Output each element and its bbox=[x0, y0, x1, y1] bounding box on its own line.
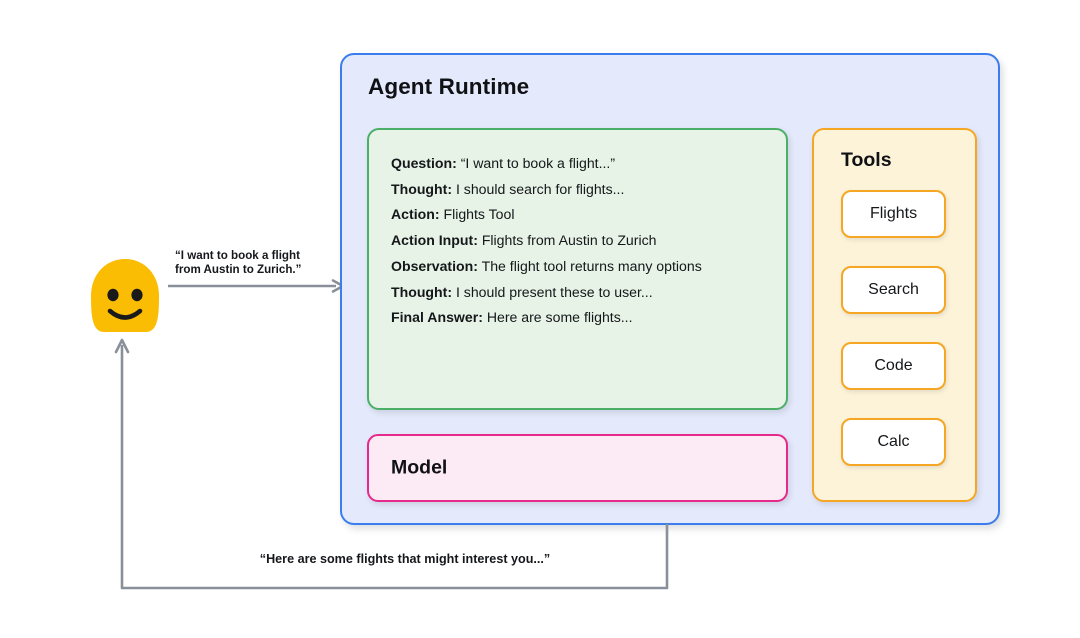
trace-line: Final Answer: Here are some flights... bbox=[391, 305, 786, 331]
tools-panel: Tools Flights Search Code Calc bbox=[812, 128, 977, 502]
trace-line-text: Flights Tool bbox=[443, 206, 515, 223]
trace-line: Thought: I should present these to user.… bbox=[391, 280, 786, 306]
tool-card-flights[interactable]: Flights bbox=[841, 190, 946, 238]
trace-line: Thought: I should search for flights... bbox=[391, 177, 786, 203]
trace-line-label: Thought: bbox=[391, 180, 453, 197]
trace-line-text: I should present these to user... bbox=[455, 283, 653, 300]
tool-card-calc[interactable]: Calc bbox=[841, 418, 946, 466]
arrow-right-icon bbox=[168, 279, 345, 293]
tools-list: Flights Search Code Calc bbox=[841, 190, 946, 466]
tool-card-search[interactable]: Search bbox=[841, 266, 946, 314]
trace-line-text: The flight tool returns many options bbox=[481, 257, 702, 274]
trace-line-label: Observation: bbox=[391, 257, 478, 274]
arrow-up-icon bbox=[114, 338, 669, 590]
runtime-title: Agent Runtime bbox=[368, 74, 530, 99]
agent-runtime-container: Agent Runtime Question: “I want to book … bbox=[340, 53, 1000, 525]
trace-line-label: Action: bbox=[391, 206, 440, 223]
trace-line-label: Question: bbox=[391, 155, 457, 171]
avatar bbox=[88, 258, 162, 334]
request-label-line-2: from Austin to Zurich.” bbox=[175, 263, 302, 277]
tool-card-code[interactable]: Code bbox=[841, 342, 946, 390]
response-arrow bbox=[110, 330, 685, 600]
trace-line-text: “I want to book a flight...” bbox=[460, 155, 616, 171]
trace-line-text: I should search for flights... bbox=[455, 180, 625, 197]
model-title: Model bbox=[391, 456, 448, 479]
trace-line: Observation: The flight tool returns man… bbox=[391, 254, 786, 280]
response-message-label: “Here are some flights that might intere… bbox=[259, 552, 551, 566]
model-box: Model bbox=[367, 434, 788, 502]
smiley-face-avatar bbox=[91, 259, 159, 332]
trace-line: Action Input: Flights from Austin to Zur… bbox=[391, 228, 786, 254]
request-message-label: “I want to book a flight from Austin to … bbox=[175, 249, 345, 278]
trace-line-text: Flights from Austin to Zurich bbox=[481, 232, 657, 249]
tools-title: Tools bbox=[841, 149, 892, 171]
request-label-line-1: “I want to book a flight bbox=[175, 249, 300, 262]
trace-line: Action: Flights Tool bbox=[391, 202, 786, 228]
trace-line-label: Action Input: bbox=[391, 232, 478, 249]
trace-line-label: Final Answer: bbox=[391, 309, 483, 326]
trace-line: Question: “I want to book a flight...” bbox=[391, 151, 786, 177]
request-arrow bbox=[168, 278, 346, 294]
react-trace-box: Question: “I want to book a flight...” T… bbox=[367, 128, 788, 410]
trace-line-label: Thought: bbox=[391, 283, 453, 300]
trace-line-text: Here are some flights... bbox=[486, 309, 633, 326]
